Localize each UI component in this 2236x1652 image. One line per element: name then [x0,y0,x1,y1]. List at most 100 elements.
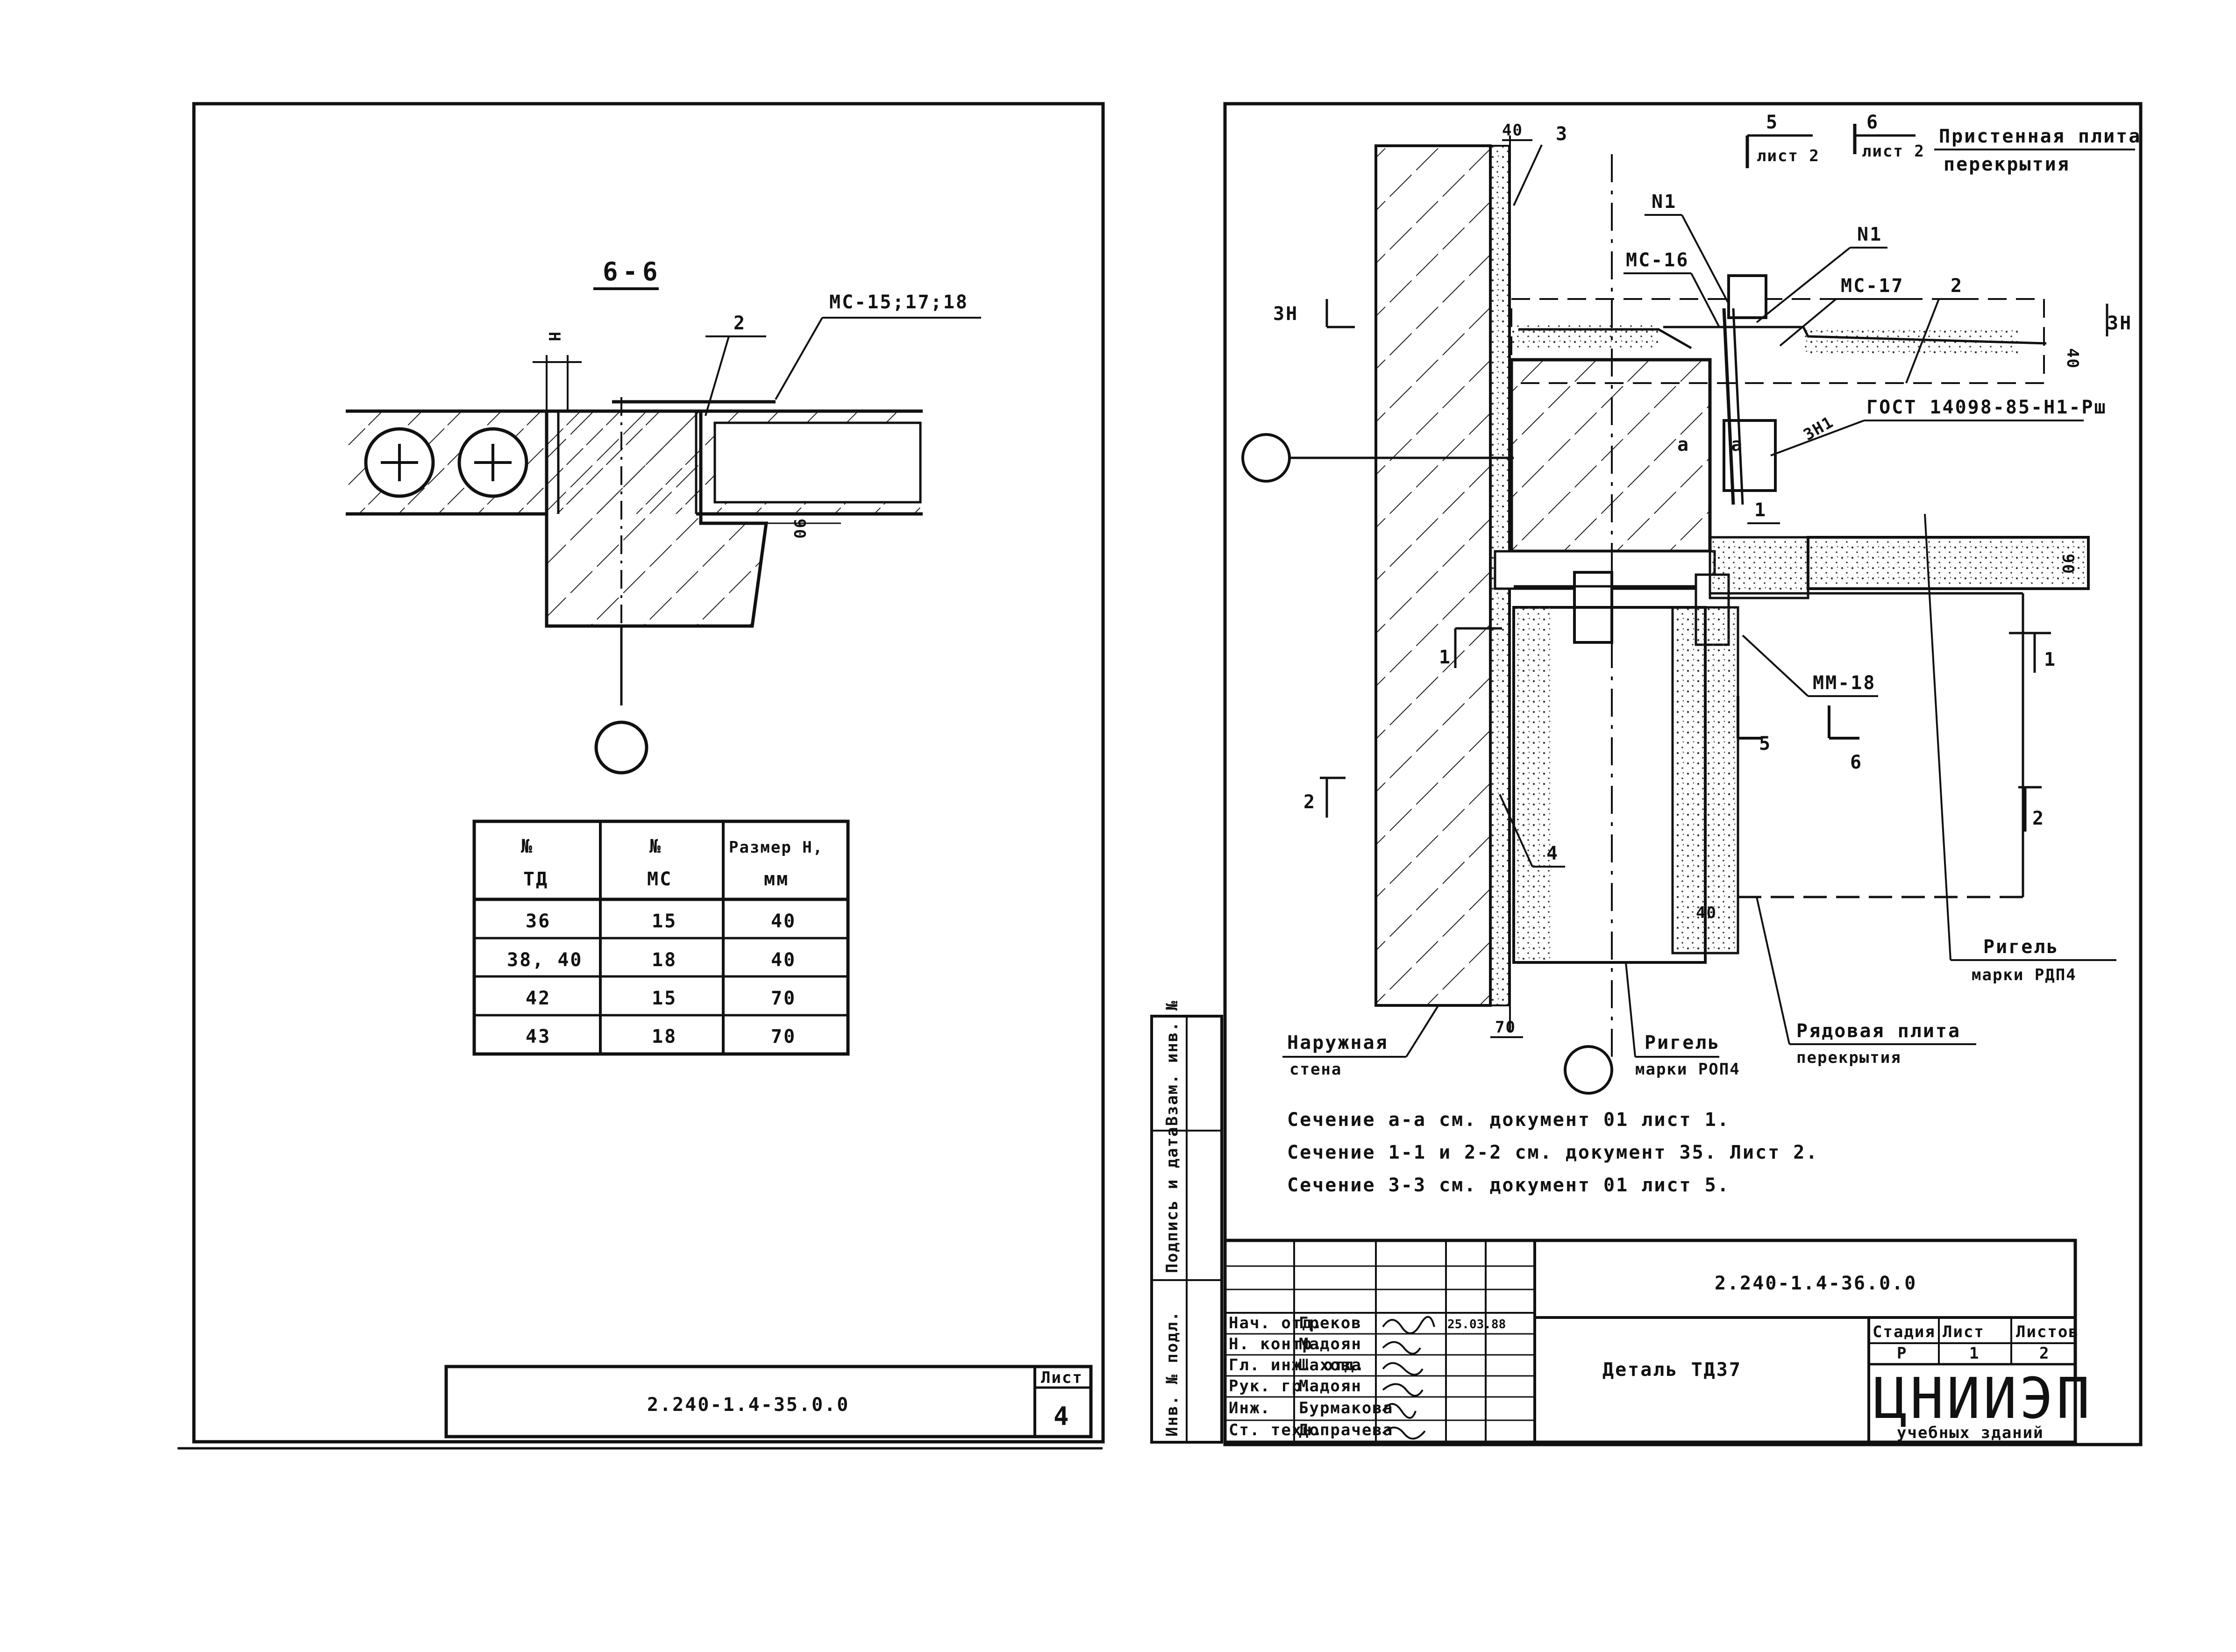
sect5-sheet: лист 2 [1757,147,1820,165]
tb-name-6: Допрачева [1299,1421,1393,1439]
note-2: Сечение 1-1 и 2-2 см. документ 35. Лист … [1287,1142,1818,1163]
sect2-right: 2 [2032,808,2045,829]
row1-size: 40 [771,911,796,932]
rigel-rop-2: марки РОП4 [1635,1060,1740,1079]
aa-left: а [1677,434,1690,456]
tb-date: 25.03.88 [1447,1317,1506,1332]
row3-size: 70 [771,988,796,1009]
tb-role-4: Рук. гр. [1229,1377,1313,1396]
tb-org-sub: учебных зданий [1897,1424,2044,1442]
sect1-right: 1 [2044,649,2057,670]
left-sheet-number: 4 [1054,1402,1074,1431]
row2-td: 38, 40 [507,949,583,971]
dim-90-right: 90 [2058,554,2077,575]
section-6-6-title: 6-6 [603,257,662,286]
tb-name-5: Бурмакова [1299,1399,1393,1417]
row-plate [1709,536,2090,898]
rigel-rdp-1: Ригель [1983,936,2059,958]
row4-td: 43 [526,1026,551,1047]
tb-sheet: 1 [1969,1344,1980,1363]
right-sheet-frame [1223,102,2143,1446]
row4-size: 70 [771,1026,796,1047]
note-3: Сечение 3-3 см. документ 01 лист 5. [1287,1175,1730,1196]
lower-rigel [1512,606,1739,964]
dim-40-bottom: 40 [1696,904,1717,922]
sect5-top: 5 [1766,112,1779,133]
row3-mc: 15 [652,988,677,1009]
left-stamp: 2.240-1.4-35.0.0 Лист 4 [444,1365,1093,1438]
side-stamp-2: Подпись и дата [1163,1126,1182,1273]
tb-role-2: Н. контр. [1229,1335,1323,1353]
outer-wall [1374,135,1511,1032]
tb-name-1: Греков [1299,1314,1362,1332]
aa-right: а [1731,434,1744,456]
side-stamp: Инв. № подл. Подпись и дата Взам. инв. № [1150,1000,1223,1444]
axis-bubble-bottom [1564,1045,1613,1095]
row4-mc: 18 [652,1026,677,1047]
tb-role-5: Инж. [1229,1399,1271,1417]
th-td-1: № [521,836,534,857]
mark-1: 1 [1754,499,1767,521]
sect5-bottom: 5 [1759,733,1772,755]
tb-sheets-label: Листов [2016,1323,2079,1341]
left-sheet: 6-6 H [178,102,1105,1450]
left-stamp-code: 2.240-1.4-35.0.0 [647,1394,849,1416]
mark-3: 3 [1556,123,1568,145]
tb-stage: Р [1897,1344,1907,1363]
row1-td: 36 [526,911,551,932]
dim-40-top: 40 [1502,121,1523,140]
rigel-section [545,397,776,775]
sect2-left: 2 [1303,791,1316,813]
left-sheet-label: Лист [1041,1368,1083,1387]
th-td-2: ТД [523,869,548,890]
dim-h-label: H [545,332,563,342]
th-size-2: мм [764,869,789,890]
dim-90-left: 90 [790,519,809,540]
rigel-rdp-2: марки РДП4 [1972,966,2077,984]
title-block: 2.240-1.4-36.0.0 Деталь ТД37 Нач. отд. Н… [1223,1239,2093,1444]
mark-mc-left: МС-15;17;18 [829,292,968,313]
row2-size: 40 [771,949,796,971]
tb-code: 2.240-1.4-36.0.0 [1715,1273,1917,1294]
mc-16: МС-16 [1626,249,1689,271]
left-sheet-frame [192,102,1105,1444]
note-1: Сечение а-а см. документ 01 лист 1. [1287,1109,1730,1131]
th-mc-1: № [649,836,662,857]
sect1-left: 1 [1439,647,1452,668]
row2-mc: 18 [652,949,677,971]
gost-label: ГОСТ 14098-85-Н1-Рш [1866,397,2107,418]
th-size-1: Размер Н, [729,838,823,857]
tb-name-4: Мадоян [1299,1377,1362,1396]
tb-role-6: Ст. техн. [1229,1421,1323,1439]
mark-2-right: 2 [1951,275,1963,297]
tb-name-2: Мадоян [1299,1335,1362,1353]
tb-org: ЦНИИЭП [1873,1367,2093,1431]
tb-role-1: Нач. отд. [1229,1314,1323,1332]
side-stamp-1: Инв. № подл. [1163,1310,1182,1437]
axis-bubble-left [1241,433,1291,483]
tb-sheet-label: Лист [1943,1323,1985,1341]
sect6-sheet: лист 2 [1862,142,1925,161]
tb-role-3: Гл. инж. отд. [1229,1356,1365,1374]
mark-4: 4 [1546,843,1559,864]
sect6-top: 6 [1866,112,1879,133]
plate-wall-line2: перекрытия [1944,154,2070,175]
n1-b: N1 [1857,224,1882,245]
mark-2-left: 2 [733,313,746,334]
side-stamp-3: Взам. инв. № [1163,1000,1182,1126]
td-mc-table: № ТД № МС Размер Н, мм 36 15 40 38, 40 1… [472,819,850,1056]
axis-bubble [594,720,648,775]
right-sheet: 40 3 5 лист 2 6 лист 2 Пристенная плита … [1150,102,2143,1446]
sect6-bottom: 6 [1850,752,1863,773]
plate-row-1: Рядовая плита [1796,1020,1961,1042]
zn1-label: 3Н1 [1801,413,1837,444]
mc-17: МС-17 [1841,275,1904,297]
row3-td: 42 [526,988,551,1009]
plate-row-2: перекрытия [1796,1048,1901,1067]
wall-label-2: стена [1289,1060,1342,1079]
wall-plate [1510,298,2047,384]
n1-a: N1 [1652,191,1677,213]
row1-mc: 15 [652,911,677,932]
dim-40-right: 40 [2063,348,2082,369]
